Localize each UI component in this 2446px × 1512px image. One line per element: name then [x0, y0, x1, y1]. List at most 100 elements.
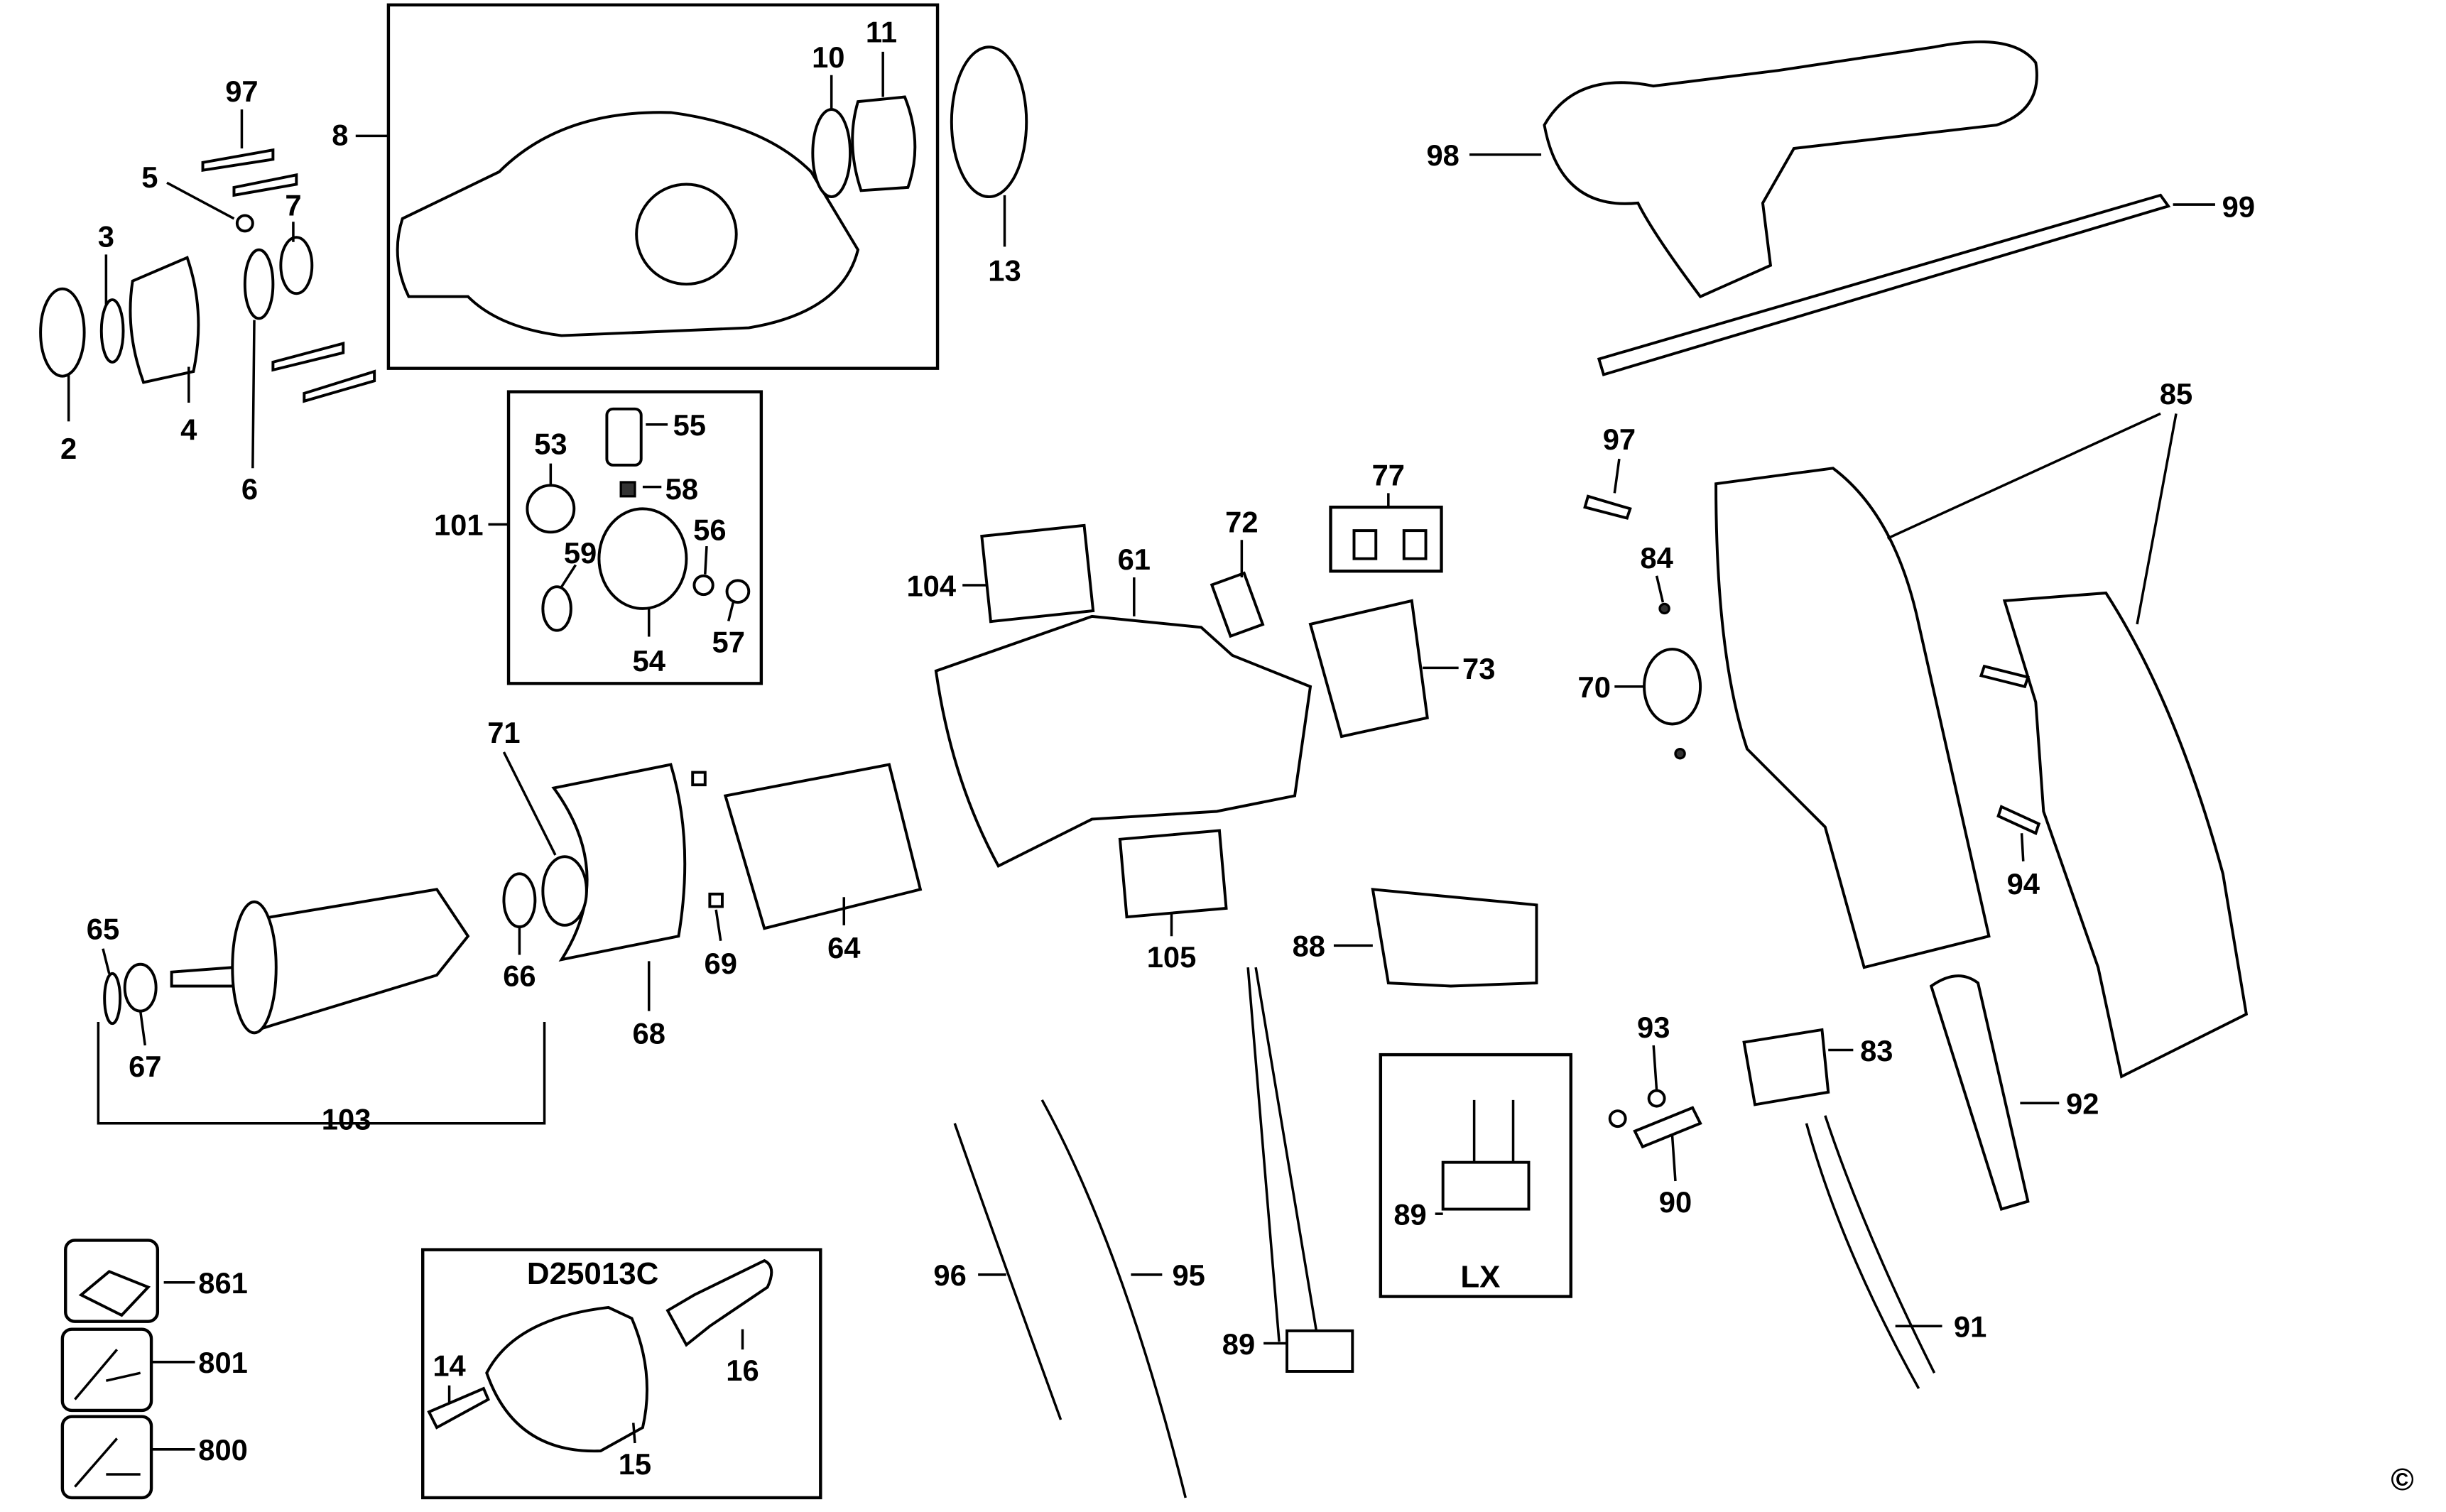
- part-14-screw: [427, 1386, 491, 1430]
- part-84-screw-b: [1674, 747, 1686, 760]
- part-801-tool-icon: [74, 1349, 141, 1400]
- part-7-spring: [279, 236, 314, 295]
- part-69-pin-a: [691, 771, 707, 787]
- label: 77: [1372, 458, 1405, 491]
- part-67-bearing: [123, 962, 158, 1013]
- label: 88: [1293, 930, 1325, 963]
- leader-lines: [67, 51, 2215, 1451]
- label: 84: [1640, 541, 1673, 575]
- label: 14: [433, 1349, 465, 1383]
- label: 96: [933, 1258, 966, 1292]
- label: 4: [180, 413, 197, 447]
- label: 861: [198, 1266, 248, 1300]
- tool-801-icon-frame: [60, 1327, 153, 1413]
- label: 95: [1172, 1258, 1205, 1292]
- label: 99: [2222, 190, 2255, 224]
- part-103-fan: [231, 900, 278, 1035]
- part-58-spring: [619, 481, 636, 498]
- part-85-handle-half-a: [1714, 467, 1991, 969]
- label: 67: [129, 1050, 161, 1083]
- label: 72: [1225, 505, 1258, 538]
- label: 68: [633, 1017, 665, 1050]
- chuck-kit-title: D25013C: [527, 1256, 659, 1291]
- label: 13: [988, 254, 1021, 288]
- label: 90: [1659, 1185, 1692, 1219]
- label: 89: [1393, 1198, 1426, 1231]
- part-103-armature: [170, 888, 470, 1032]
- label: 65: [87, 913, 119, 946]
- label: 54: [633, 644, 665, 678]
- part-91-cord: [1805, 1115, 1936, 1390]
- part-88-switch: [1371, 888, 1538, 988]
- label: 2: [60, 432, 77, 465]
- brush-kit-frame: [1329, 505, 1443, 573]
- label: 94: [2007, 867, 2040, 901]
- label: 3: [98, 219, 114, 253]
- part-73-brush-holder: [1308, 599, 1429, 739]
- part-96-wire: [953, 1123, 1062, 1420]
- label: 103: [322, 1103, 371, 1136]
- label: 71: [487, 716, 520, 749]
- label: 89: [1222, 1327, 1255, 1361]
- part-77-brush-a: [1352, 529, 1378, 560]
- selector-kit-frame: [506, 390, 763, 685]
- tool-800-icon-frame: [60, 1415, 153, 1500]
- part-3-ring: [99, 298, 125, 364]
- part-93-nut: [1647, 1089, 1666, 1108]
- label: 91: [1954, 1310, 1986, 1344]
- label: 101: [434, 508, 484, 542]
- part-11-bushing: [851, 95, 917, 192]
- label: 83: [1860, 1034, 1893, 1067]
- label: 105: [1147, 940, 1197, 974]
- part-104-label: [980, 523, 1095, 624]
- label: 10: [812, 40, 844, 74]
- part-10-ring: [811, 108, 852, 199]
- label: 73: [1462, 652, 1495, 685]
- part-93-nut-b: [1608, 1109, 1627, 1128]
- part-71-bearing: [541, 855, 588, 927]
- label: 104: [906, 569, 956, 602]
- part-6-washer: [243, 248, 275, 320]
- part-5-ball: [235, 214, 254, 233]
- part-85-handle-half-b: [2002, 591, 2249, 1079]
- label: 97: [225, 75, 258, 108]
- part-90-connector: [1633, 1106, 1702, 1149]
- part-105-label: [1118, 829, 1228, 919]
- label: 66: [503, 959, 536, 992]
- label: 6: [241, 472, 258, 506]
- part-15-chuck: [485, 1305, 648, 1453]
- part-54-knob: [597, 507, 688, 610]
- label: 55: [673, 408, 706, 442]
- gearbox-selector: [635, 183, 738, 286]
- label: 5: [141, 161, 158, 194]
- part-77-brush-b: [1402, 529, 1428, 560]
- label: 11: [866, 16, 897, 49]
- label: 7: [285, 188, 301, 222]
- label: 16: [726, 1354, 759, 1387]
- label: 93: [1637, 1011, 1670, 1044]
- part-55-slider: [605, 407, 643, 467]
- label: 64: [827, 931, 860, 964]
- part-97-screw-right: [1583, 494, 1632, 520]
- label: 58: [665, 472, 698, 506]
- part-59-button: [541, 585, 572, 632]
- part-61-motor-housing: [934, 614, 1312, 868]
- part-861-case-icon: [78, 1270, 151, 1317]
- frames: [60, 3, 1573, 1500]
- copyright-mark: ©: [2391, 1462, 2413, 1497]
- part-56-washer: [692, 574, 714, 597]
- label: 70: [1578, 670, 1611, 704]
- label: 56: [693, 513, 726, 546]
- part-94-screws: [1979, 664, 2041, 835]
- label: 801: [198, 1346, 248, 1379]
- part-2-cap: [39, 287, 86, 378]
- label: 15: [619, 1447, 651, 1481]
- part-8-gearbox: [396, 111, 860, 337]
- label: 57: [712, 625, 745, 658]
- chuck-kit-frame: [421, 1248, 822, 1500]
- part-89-lx-suppressor: [1441, 1160, 1531, 1211]
- part-89-lx-leads: [1472, 1099, 1515, 1163]
- label: 97: [1603, 423, 1636, 456]
- part-99-depth-rod: [1597, 193, 2171, 376]
- part-83-ferrite: [1742, 1028, 1830, 1106]
